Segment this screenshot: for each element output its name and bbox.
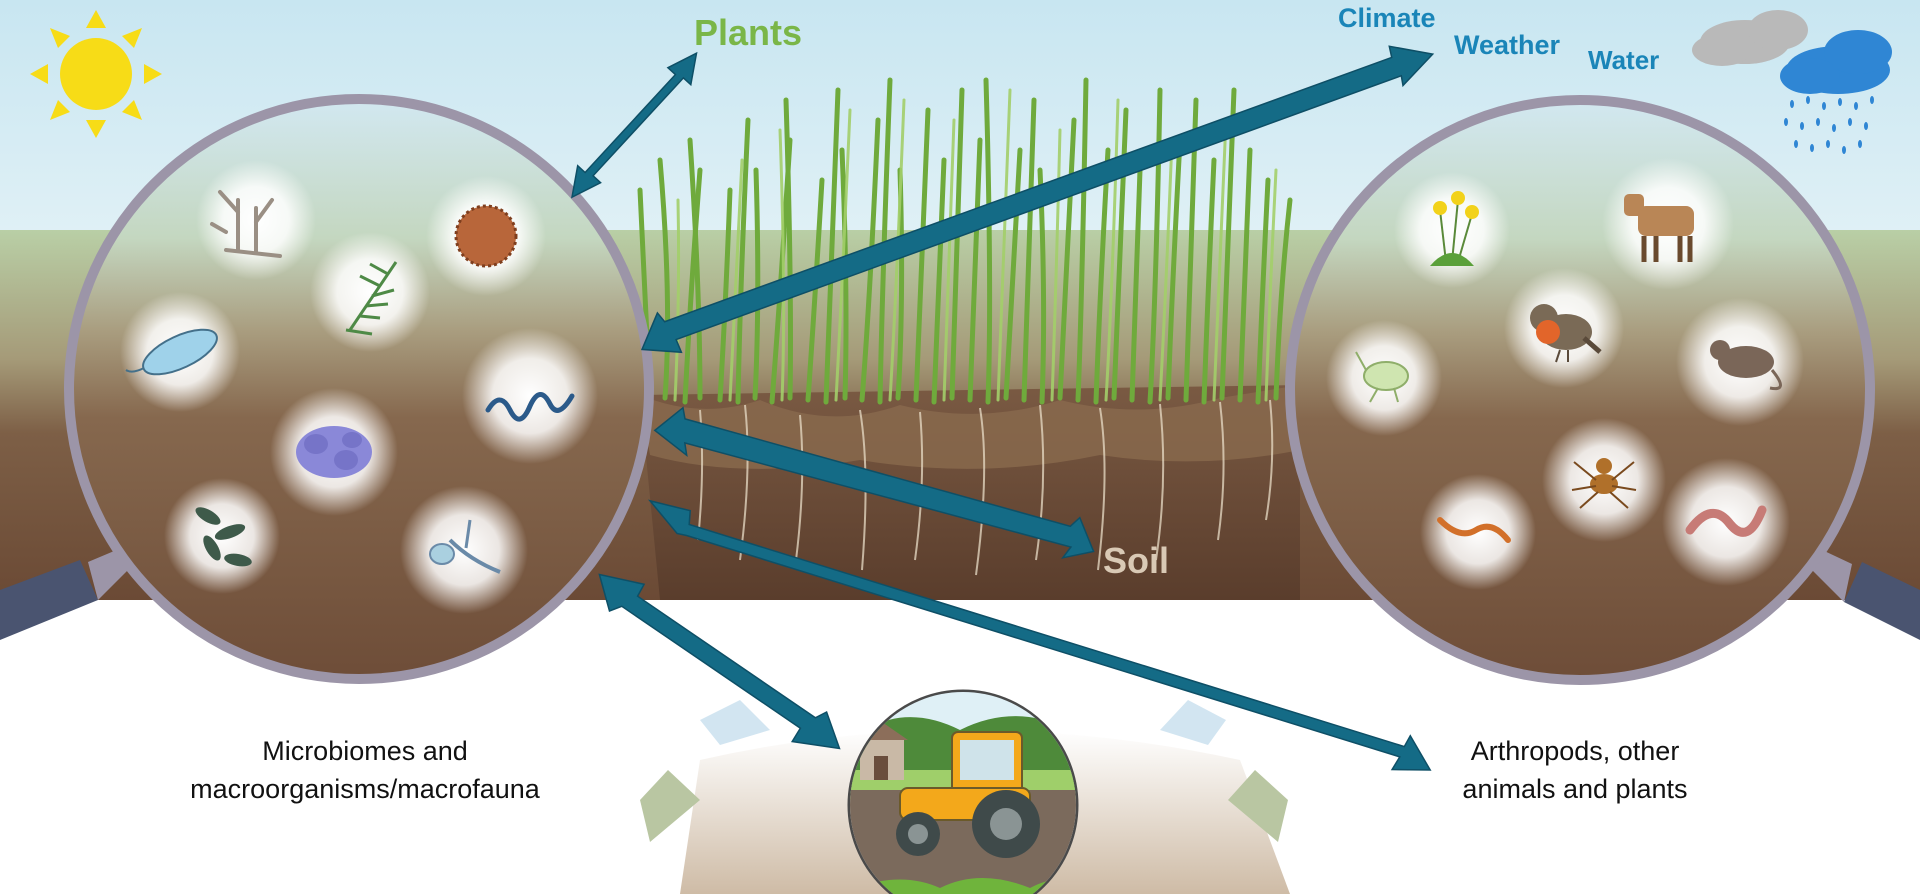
actinomycete-icon <box>310 232 430 352</box>
arthropods-caption-line1: Arthropods, other <box>1470 736 1680 766</box>
climate-label: Climate <box>1338 3 1436 33</box>
left-magnifier <box>0 94 654 684</box>
right-magnifier <box>1285 95 1920 685</box>
arrow-farming-microbiomes <box>598 573 841 750</box>
arthropods-caption: Arthropods, other animals and plants <box>1425 732 1725 808</box>
earthworm-icon <box>1662 458 1790 586</box>
sun-icon <box>30 10 162 138</box>
arrow-arthropods-microbiomes <box>647 499 1432 771</box>
rain-cloud-icon <box>1692 10 1892 154</box>
centipede-icon <box>1420 474 1536 590</box>
spider-icon <box>1542 418 1666 542</box>
protist-colony-icon <box>270 388 398 516</box>
cow-icon <box>1602 158 1734 290</box>
fungal-hyphae-icon <box>196 160 316 280</box>
bacterium-icon <box>120 292 240 412</box>
dandelion-icon <box>1394 172 1510 288</box>
arthropods-caption-line2: animals and plants <box>1462 774 1688 804</box>
microbiomes-caption: Microbiomes and macroorganisms/macrofaun… <box>150 732 580 808</box>
microbiomes-caption-line2: macroorganisms/macrofauna <box>190 774 540 804</box>
soil-label: Soil <box>1103 540 1170 581</box>
oomycete-icon <box>400 486 528 614</box>
mouse-icon <box>1676 298 1804 426</box>
plants-label: Plants <box>694 12 803 53</box>
weather-label: Weather <box>1454 30 1561 60</box>
relation-arrows <box>570 45 1435 771</box>
robin-icon <box>1504 268 1624 388</box>
nematode-icon <box>462 328 598 464</box>
microbiomes-caption-line1: Microbiomes and <box>262 736 468 766</box>
pollen-spore-icon <box>426 176 546 296</box>
arrow-plants-microbiomes <box>570 51 698 199</box>
arrow-soil-microbiomes <box>653 406 1095 559</box>
algae-icon <box>164 478 280 594</box>
aphid-icon <box>1326 320 1442 436</box>
water-label: Water <box>1588 45 1660 75</box>
soil-core-illustration <box>637 77 1300 600</box>
arrow-climate-microbiomes <box>640 45 1435 354</box>
